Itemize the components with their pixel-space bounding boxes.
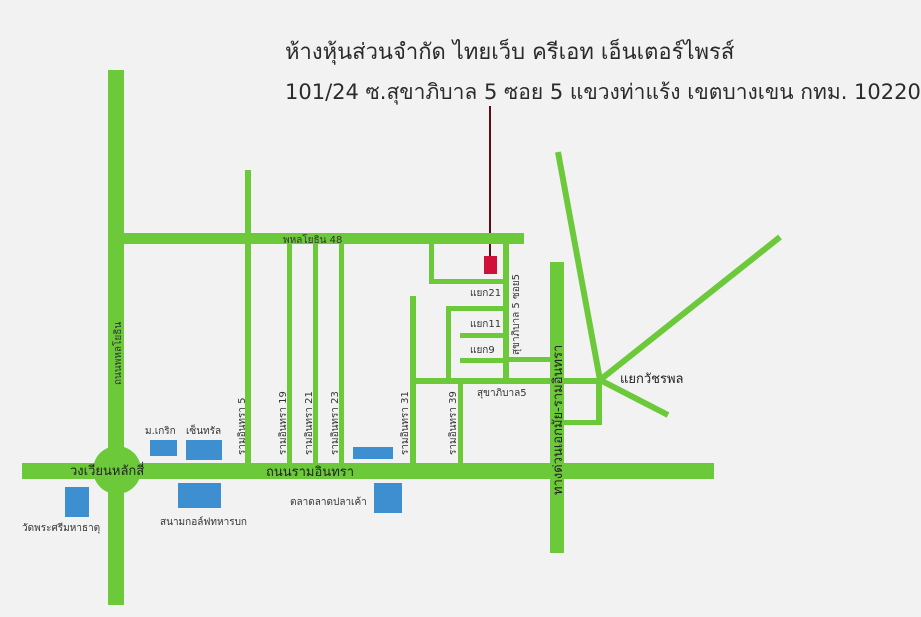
- sukhapiban5-road: [413, 378, 600, 384]
- expressway-label: ทางด่วนเอกมัย-รามอินทรา: [551, 345, 566, 495]
- ram-intra-5-label: รามอินทรา 5: [237, 397, 248, 455]
- company-name: ห้างหุ้นส่วนจำกัด ไทยเว็บ ครีเอท เอ็นเตอ…: [285, 40, 735, 65]
- ram-intra-19-soi: [287, 244, 292, 465]
- ram-intra-23-soi: [339, 244, 344, 465]
- yaek9-road: [460, 358, 506, 363]
- talad-building: [374, 483, 402, 513]
- yaek-top-connector: [446, 306, 506, 311]
- kasem-bundit-label: ม.เกริก: [145, 426, 176, 437]
- central-building: [186, 440, 222, 460]
- laksi-roundabout-label: วงเวียนหลักสี่: [70, 462, 144, 479]
- location-map: พหลโยธิน 48 ถนนพหลโยธิน ถนนรามอินทรา วงเ…: [22, 70, 782, 605]
- yaek9-label: แยก9: [470, 345, 495, 356]
- watcharaphon-road-north: [555, 151, 603, 381]
- watcharaphon-label: แยกวัชรพล: [620, 372, 684, 387]
- ram-intra-39-label: รามอินทรา 39: [448, 391, 459, 455]
- phahonyothin-road-label: ถนนพหลโยธิน: [111, 322, 124, 385]
- golf-course-building: [178, 483, 221, 508]
- sukhapiban5-label: สุขาภิบาล5: [477, 388, 527, 399]
- yaek21-label: แยก21: [470, 288, 501, 299]
- ram-intra-5-soi: [245, 170, 251, 465]
- sukhapiban5-soi5-label: สุขาภิบาล 5 ซอย5: [511, 274, 522, 355]
- watcharaphon-connector: [596, 380, 602, 425]
- ram-intra-road: [22, 463, 714, 479]
- target-loop-left: [429, 244, 434, 284]
- watcharaphon-road-northeast: [598, 234, 782, 383]
- golf-course-label: สนามกอล์ฟทหารบก: [160, 516, 247, 528]
- ram-intra-21-label: รามอินทรา 21: [304, 391, 315, 455]
- talad-label: ตลาดลาดปลาเค้า: [290, 496, 367, 508]
- yaek11-label: แยก11: [470, 319, 501, 330]
- ram-intra-39-soi: [458, 380, 463, 465]
- watcharaphon-return: [560, 420, 602, 425]
- company-address: 101/24 ซ.สุขาภิบาล 5 ซอย 5 แขวงท่าแร้ง เ…: [285, 80, 921, 104]
- central-label: เซ็นทรัล: [186, 423, 221, 437]
- target-loop-bottom: [429, 279, 506, 284]
- laksi-roundabout: [93, 446, 141, 494]
- sukhapiban5-soi5-road: [503, 244, 509, 380]
- ram-intra-31-label: รามอินทรา 31: [400, 391, 411, 455]
- wat-label: วัดพระศรีมหาธาตุ: [22, 522, 100, 534]
- ram-intra-road-label: ถนนรามอินทรา: [266, 465, 354, 480]
- ram-intra-21-soi: [313, 244, 318, 465]
- ram-intra-23-label: รามอินทรา 23: [330, 391, 341, 455]
- ram-intra-19-label: รามอินทรา 19: [278, 391, 289, 455]
- kasem-bundit-building: [150, 440, 177, 456]
- soi5-east-stub: [506, 357, 550, 362]
- company-location-marker: [484, 256, 497, 274]
- yaek11-road: [460, 333, 506, 338]
- watcharaphon-road-southeast: [598, 377, 670, 418]
- wat-building: [65, 487, 89, 517]
- expressway-road: [550, 262, 564, 553]
- phahonyothin48-label: พหลโยธิน 48: [283, 233, 342, 246]
- yaek-left-branch: [446, 306, 451, 380]
- ram-intra-31-building: [353, 447, 393, 459]
- phahonyothin48-road: [124, 233, 524, 244]
